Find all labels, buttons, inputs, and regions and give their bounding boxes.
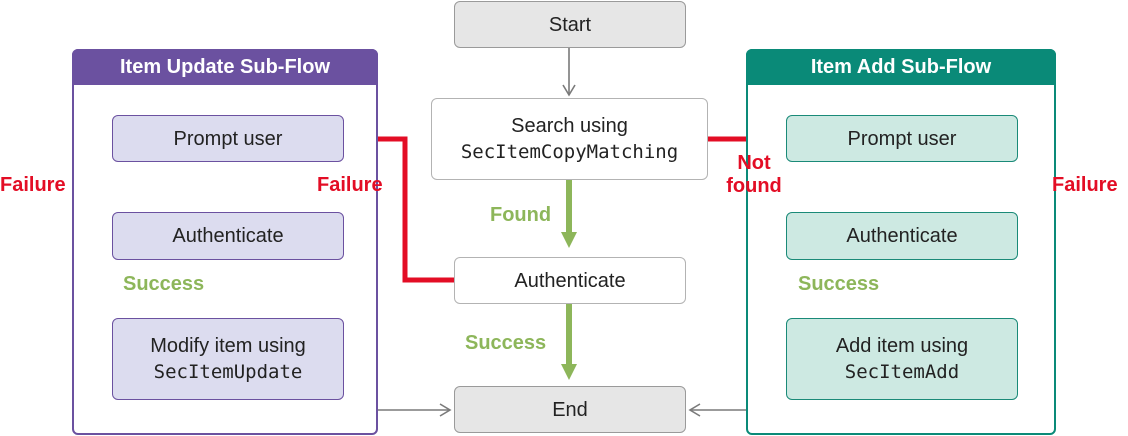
main-authenticate-label: Authenticate (514, 269, 626, 292)
main-failure-label: Failure (317, 174, 383, 196)
update-modify-item-node: Modify item using SecItemUpdate (112, 318, 344, 400)
not-found-line1: Not (737, 152, 771, 174)
add-item-node: Add item using SecItemAdd (786, 318, 1018, 400)
add-success-label: Success (798, 273, 880, 295)
update-failure-label: Failure (0, 174, 66, 196)
main-authenticate-node: Authenticate (454, 257, 686, 304)
update-modify-line2: SecItemUpdate (153, 361, 303, 383)
found-label: Found (490, 204, 552, 226)
update-prompt-user-label: Prompt user (173, 127, 283, 150)
add-authenticate-label: Authenticate (846, 225, 958, 247)
add-prompt-user-node: Prompt user (786, 115, 1018, 162)
update-success-label: Success (123, 273, 205, 295)
search-node: Search using SecItemCopyMatching (431, 98, 708, 180)
update-modify-line1: Modify item using (150, 335, 306, 357)
add-item-line2: SecItemAdd (844, 361, 960, 383)
add-subflow-title: Item Add Sub-Flow (746, 49, 1056, 85)
add-prompt-user-label: Prompt user (847, 127, 957, 150)
not-found-line2: found (726, 175, 782, 197)
end-node: End (454, 386, 686, 433)
arrow-main-failure (357, 131, 455, 283)
update-authenticate-node: Authenticate (112, 212, 344, 260)
add-authenticate-node: Authenticate (786, 212, 1018, 260)
update-subflow-title: Item Update Sub-Flow (72, 49, 378, 85)
update-prompt-user-node: Prompt user (112, 115, 344, 162)
add-failure-label: Failure (1052, 174, 1118, 196)
main-success-label: Success (465, 332, 547, 354)
end-label: End (552, 398, 588, 421)
search-line1: Search using (511, 115, 628, 137)
add-item-line1: Add item using (835, 335, 969, 357)
start-node: Start (454, 1, 686, 48)
not-found-label: Not found (716, 152, 792, 198)
update-authenticate-label: Authenticate (172, 225, 284, 247)
search-line2: SecItemCopyMatching (460, 141, 679, 163)
start-label: Start (548, 13, 592, 36)
